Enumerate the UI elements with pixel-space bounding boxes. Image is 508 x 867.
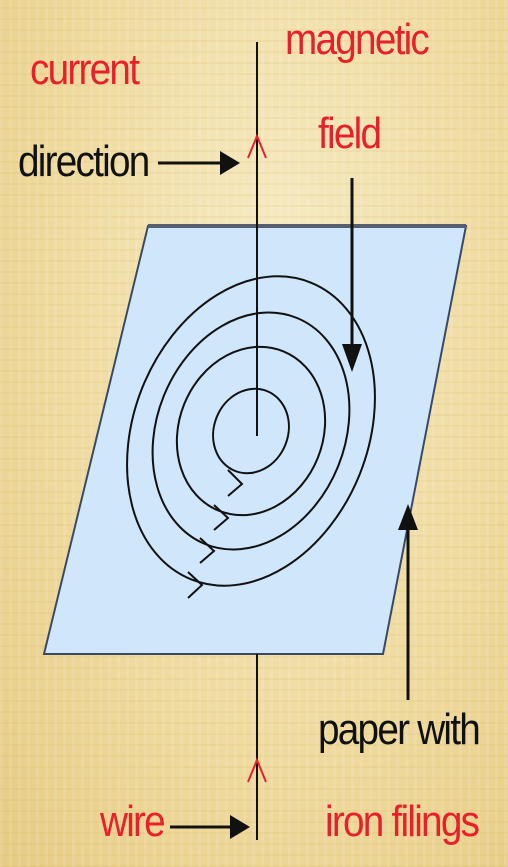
magnetic-label: magnetic <box>285 18 428 62</box>
paper-sheet <box>44 226 466 654</box>
arrow-right-icon <box>158 151 240 175</box>
paper-with-label: paper with <box>318 708 479 752</box>
current-label: current <box>30 48 138 92</box>
field-label: field <box>318 112 380 156</box>
direction-label: direction <box>18 140 149 184</box>
wire-label: wire <box>100 800 164 844</box>
arrow-right-icon <box>170 815 250 839</box>
iron-filings-label: iron filings <box>325 800 478 844</box>
